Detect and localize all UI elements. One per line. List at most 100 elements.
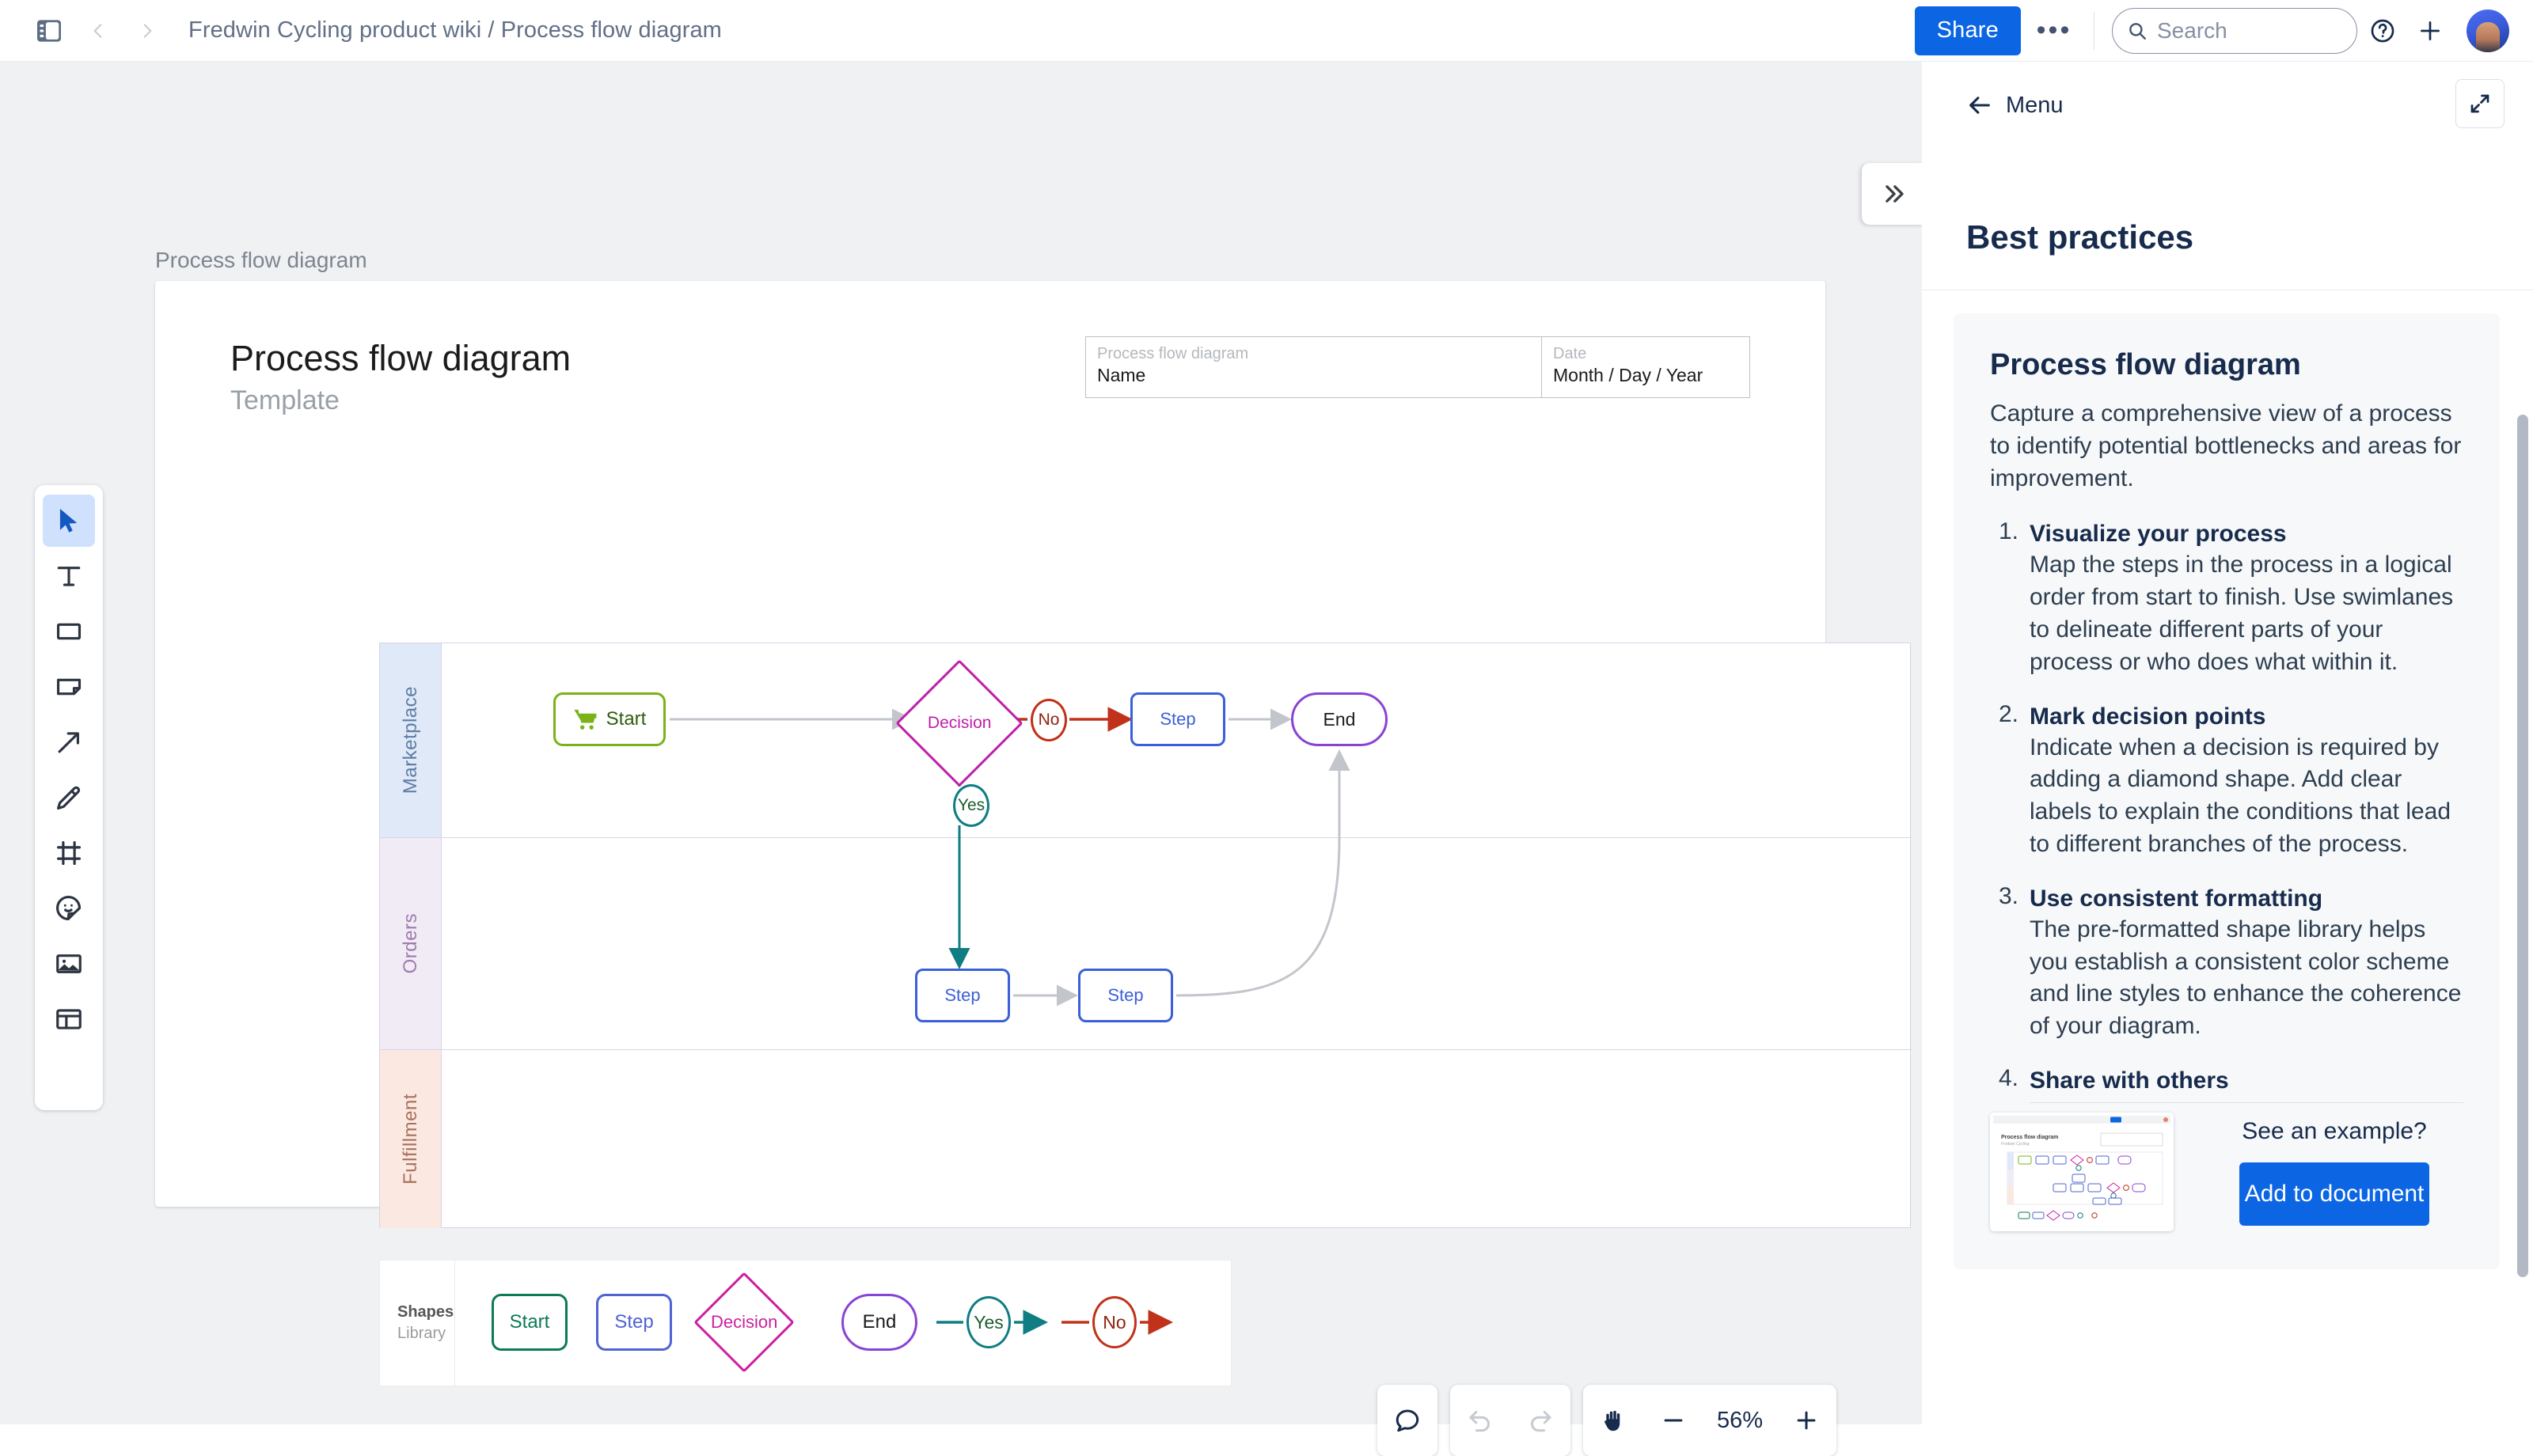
swimlane-label-marketplace: Marketplace	[399, 686, 421, 794]
back-button[interactable]	[76, 9, 120, 53]
search-icon	[2129, 22, 2146, 40]
swimlane-body-orders[interactable]: Step Step	[442, 838, 1912, 1049]
redo-button[interactable]	[1510, 1385, 1570, 1456]
node-no-connector[interactable]: No	[1031, 699, 1067, 741]
panel-collapse-button[interactable]	[1862, 163, 1923, 225]
undo-icon	[1469, 1411, 1490, 1432]
shape-no[interactable]: No	[1092, 1296, 1137, 1348]
top-bar-left: Fredwin Cycling product wiki / Process f…	[0, 9, 722, 53]
shapes-library-header: Shapes Library	[380, 1261, 455, 1386]
node-yes-connector[interactable]: Yes	[953, 784, 989, 827]
comment-group	[1377, 1385, 1437, 1456]
swimlane-body-fulfillment[interactable]	[442, 1050, 1912, 1228]
node-step-2[interactable]: Step	[915, 969, 1010, 1022]
meta-date-cell[interactable]: Date Month / Day / Year	[1542, 337, 1749, 397]
right-panel-scrollbar[interactable]	[2517, 415, 2528, 1277]
shape-end[interactable]: End	[841, 1294, 917, 1351]
example-thumbnail[interactable]: Process flow diagram Fredwin Cycling	[1990, 1113, 2174, 1231]
forward-button[interactable]	[125, 9, 169, 53]
example-row: Process flow diagram Fredwin Cycling	[1990, 1113, 2463, 1231]
node-decision[interactable]: Decision	[895, 659, 1023, 787]
svg-text:Fredwin Cycling: Fredwin Cycling	[2001, 1142, 2030, 1147]
top-bar-right: Share ••• Search	[1914, 6, 2533, 55]
arrow-icon	[58, 732, 79, 753]
swimlane-header-marketplace[interactable]: Marketplace	[380, 643, 442, 837]
image-tool-button[interactable]	[43, 938, 95, 990]
diagram-document[interactable]: Process flow diagram Template Process fl…	[155, 281, 1912, 1386]
sticky-note-tool-button[interactable]	[43, 661, 95, 713]
node-step-1[interactable]: Step	[1130, 692, 1225, 746]
canvas-area[interactable]: Process flow diagram Process flow diagra…	[0, 62, 1922, 1456]
sticker-tool-button[interactable]	[43, 882, 95, 935]
tip-body: Share with others	[2030, 1065, 2463, 1103]
shape-decision[interactable]: Decision	[693, 1272, 795, 1373]
frame-tool-button[interactable]	[43, 827, 95, 879]
list-item: 3. Use consistent formatting The pre-for…	[1990, 883, 2463, 1043]
zoom-in-button[interactable]	[1776, 1385, 1836, 1456]
add-button[interactable]	[2408, 9, 2452, 53]
node-no-label: No	[1038, 711, 1060, 729]
list-item: 1. Visualize your process Map the steps …	[1990, 518, 2463, 678]
search-placeholder: Search	[2157, 17, 2227, 43]
example-question: See an example?	[2242, 1117, 2427, 1144]
avatar[interactable]	[2467, 9, 2509, 52]
expand-panel-button[interactable]	[2455, 79, 2505, 128]
swimlane-header-orders[interactable]: Orders	[380, 838, 442, 1049]
node-end-label: End	[1323, 708, 1356, 730]
node-end[interactable]: End	[1291, 692, 1388, 746]
select-tool-button[interactable]	[43, 495, 95, 547]
text-icon	[57, 567, 81, 586]
shape-step[interactable]: Step	[596, 1294, 672, 1351]
tip-heading: Mark decision points	[2030, 703, 2266, 730]
search-input[interactable]: Search	[2112, 7, 2357, 54]
zoom-out-button[interactable]	[1643, 1385, 1703, 1456]
frame-icon	[56, 840, 82, 866]
undo-button[interactable]	[1450, 1385, 1510, 1456]
rectangle-icon	[56, 623, 82, 640]
shape-yes[interactable]: Yes	[966, 1296, 1011, 1348]
example-cta: See an example? Add to document	[2205, 1118, 2463, 1227]
hand-tool-button[interactable]	[1583, 1385, 1643, 1456]
right-panel-header: Menu	[1922, 62, 2533, 149]
node-start[interactable]: Start	[553, 692, 666, 746]
swimlane-body-marketplace[interactable]: Start Decision No Step End	[442, 643, 1912, 838]
zoom-group: 56%	[1583, 1385, 1836, 1456]
image-icon	[56, 954, 82, 973]
menu-back-button[interactable]: Menu	[1966, 92, 2064, 119]
meta-name-key: Process flow diagram	[1097, 345, 1249, 362]
ellipsis-icon: •••	[2036, 14, 2072, 45]
help-button[interactable]	[2360, 9, 2405, 53]
text-tool-button[interactable]	[43, 550, 95, 602]
right-panel-title: Best practices	[1966, 218, 2194, 256]
document-subtitle: Template	[230, 385, 340, 415]
node-start-label: Start	[606, 708, 647, 730]
hand-icon	[1604, 1410, 1620, 1431]
redo-icon	[1531, 1411, 1551, 1432]
zoom-level[interactable]: 56%	[1716, 1407, 1764, 1433]
expand-icon	[2470, 94, 2489, 113]
shape-tool-button[interactable]	[43, 605, 95, 658]
comment-button[interactable]	[1377, 1385, 1437, 1456]
more-options-button[interactable]: •••	[2032, 9, 2076, 53]
document-title: Process flow diagram	[230, 338, 572, 378]
meta-date-value: Month / Day / Year	[1553, 365, 1703, 385]
breadcrumb[interactable]: Fredwin Cycling product wiki / Process f…	[188, 17, 722, 43]
pen-tool-button[interactable]	[43, 772, 95, 824]
meta-name-value: Name	[1097, 365, 1146, 385]
share-button[interactable]: Share	[1914, 6, 2021, 55]
sticker-icon	[56, 896, 82, 921]
connector-tool-button[interactable]	[43, 716, 95, 768]
shapes-library: Shapes Library	[379, 1260, 1232, 1386]
add-to-document-button[interactable]: Add to document	[2239, 1162, 2429, 1227]
shopping-cart-icon	[574, 709, 597, 730]
meta-date-key: Date	[1553, 345, 1587, 362]
meta-name-cell[interactable]: Process flow diagram Name	[1086, 337, 1542, 397]
sidebar-toggle-button[interactable]	[27, 9, 71, 53]
swimlane-header-fulfillment[interactable]: Fulfillment	[380, 1050, 442, 1228]
node-step-3[interactable]: Step	[1078, 969, 1173, 1022]
shape-start[interactable]: Start	[492, 1294, 568, 1351]
template-tool-button[interactable]	[43, 993, 95, 1045]
swimlane-label-orders: Orders	[399, 913, 421, 974]
node-decision-label: Decision	[927, 713, 992, 732]
tip-heading: Use consistent formatting	[2030, 885, 2323, 912]
